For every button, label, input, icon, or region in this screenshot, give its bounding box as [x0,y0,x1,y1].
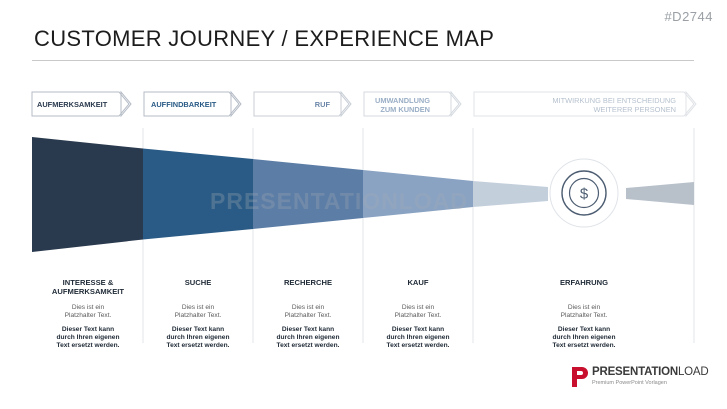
phase-label-2: AUFFINDBARKEIT [151,100,217,109]
column-3-body-line2: durch Ihren eigenen [276,334,340,341]
column-4-body-line3: Text ersetzt werden. [386,342,450,349]
column-1-body-line1: Dieser Text kann [61,326,115,333]
column-5-title-line1: ERFAHRUNG [559,278,609,287]
column-1-title-line2: AUFMERKSAMKEIT [51,287,125,296]
phase-arrow-4-tip [450,90,462,118]
logo-wordmark: PRESENTATIONLOAD [592,366,709,378]
watermark: PRESENTATIONLOAD [210,188,468,214]
column-5-body: Dieser Text kann durch Ihren eigenen Tex… [529,326,639,350]
column-4-ph-line2: Platzhalter Text. [394,312,442,319]
column-3-title-line1: RECHERCHE [283,278,333,287]
slide-code: #D2744 [664,9,713,24]
phase-arrow-2-tip [230,90,242,118]
column-4-placeholder: Dies ist ein Platzhalter Text. [363,304,473,320]
column-3-body-line1: Dieser Text kann [281,326,335,333]
phase-arrow-5 [473,91,695,117]
phase-arrow-3 [253,91,350,117]
column-2-placeholder: Dies ist ein Platzhalter Text. [143,304,253,320]
column-5-ph-line1: Dies ist ein [567,304,601,311]
column-4-body: Dieser Text kann durch Ihren eigenen Tex… [363,326,473,350]
presentationload-logo: PRESENTATIONLOAD Premium PowerPoint Vorl… [570,363,710,393]
column-2-body-line1: Dieser Text kann [171,326,225,333]
funnel [32,137,694,252]
column-4-body-line1: Dieser Text kann [391,326,445,333]
column-5-body-line2: durch Ihren eigenen [552,334,616,341]
column-2-title-line1: SUCHE [184,278,212,287]
phase-arrow-1 [31,91,130,117]
column-3: RECHERCHE Dies ist ein Platzhalter Text.… [253,278,363,350]
column-1-ph-line2: Platzhalter Text. [64,312,112,319]
column-2-ph-line2: Platzhalter Text. [174,312,222,319]
phase-arrow-2 [143,91,240,117]
phase-label-4-line1: UMWANDLUNG [374,96,430,105]
column-3-body-line3: Text ersetzt werden. [276,342,340,349]
phase-label-1: AUFMERKSAMKEIT [37,100,108,109]
phase-label-4-line2: ZUM KUNDEN [380,105,430,114]
column-2-body-line3: Text ersetzt werden. [166,342,230,349]
column-4-title: KAUF [363,278,473,287]
funnel-segment-3 [253,159,363,229]
column-3-placeholder: Dies ist ein Platzhalter Text. [253,304,363,320]
column-4-ph-line1: Dies ist ein [401,304,435,311]
funnel-segment-1 [32,137,143,252]
phase-arrow-5-tip [685,90,697,118]
funnel-segment-4 [363,170,473,218]
column-1-placeholder: Dies ist ein Platzhalter Text. [33,304,143,320]
funnel-segment-6 [626,182,694,205]
column-5-title: ERFAHRUNG [529,278,639,287]
phase-label-5: MITWIRKUNG BEI ENTSCHEIDUNG WEITERER PER… [474,96,676,114]
column-5-ph-line2: Platzhalter Text. [560,312,608,319]
page-title: CUSTOMER JOURNEY / EXPERIENCE MAP [34,26,495,51]
funnel-segment-2 [143,148,253,240]
column-1-body: Dieser Text kann durch Ihren eigenen Tex… [33,326,143,350]
column-3-ph-line1: Dies ist ein [291,304,325,311]
column-2-body-line2: durch Ihren eigenen [166,334,230,341]
column-3-title: RECHERCHE [253,278,363,287]
column-1-body-line2: durch Ihren eigenen [56,334,120,341]
column-2-body: Dieser Text kann durch Ihren eigenen Tex… [143,326,253,350]
column-4-body-line2: durch Ihren eigenen [386,334,450,341]
column-5-body-line3: Text ersetzt werden. [552,342,616,349]
column-3-body: Dieser Text kann durch Ihren eigenen Tex… [253,326,363,350]
phase-arrow-3-tip [340,90,352,118]
phase-arrows [31,90,697,118]
column-2: SUCHE Dies ist ein Platzhalter Text. Die… [143,278,253,350]
dollar-coin-icon: $ [549,158,619,228]
column-1-title-line1: INTERESSE & [62,278,114,287]
column-1-body-line3: Text ersetzt werden. [56,342,120,349]
column-2-ph-line1: Dies ist ein [181,304,215,311]
column-4-title-line1: KAUF [407,278,429,287]
column-3-ph-line2: Platzhalter Text. [284,312,332,319]
column-5-placeholder: Dies ist ein Platzhalter Text. [529,304,639,320]
column-1-title: INTERESSE & AUFMERKSAMKEIT [33,278,143,296]
logo-tagline: Premium PowerPoint Vorlagen [592,380,667,386]
phase-label-4: UMWANDLUNG ZUM KUNDEN [364,96,430,114]
phase-arrow-1-tip [120,90,132,118]
column-5: ERFAHRUNG Dies ist ein Platzhalter Text.… [529,278,639,350]
phase-label-3: RUF [314,100,330,109]
funnel-segment-5 [473,181,548,207]
logo-wordmark-bold: PRESENTATION [592,366,678,378]
column-5-body-line1: Dieser Text kann [557,326,611,333]
logo-wordmark-thin: LOAD [677,366,709,378]
logo-mark-icon [572,367,588,387]
column-4: KAUF Dies ist ein Platzhalter Text. Dies… [363,278,473,350]
column-2-title: SUCHE [143,278,253,287]
phase-label-5-line1: MITWIRKUNG BEI ENTSCHEIDUNG [552,96,676,105]
column-1-ph-line1: Dies ist ein [71,304,105,311]
column-1: INTERESSE & AUFMERKSAMKEIT Dies ist ein … [33,278,143,350]
title-divider [32,60,694,61]
phase-arrow-4 [363,91,460,117]
svg-text:$: $ [580,186,589,203]
phase-label-5-line2: WEITERER PERSONEN [593,105,676,114]
